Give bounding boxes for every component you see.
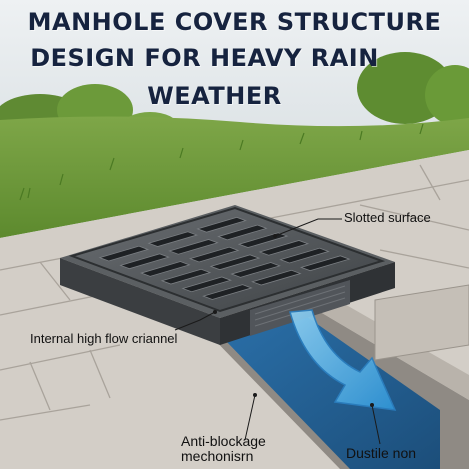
- cover-slot: [181, 276, 232, 293]
- cover-slot: [98, 245, 150, 262]
- title-line-1: MANHOLE COVER STRUCTURE: [27, 8, 442, 36]
- cover-slot: [140, 261, 191, 277]
- cover-slot: [202, 284, 253, 300]
- callout-internal-channel: Internal high flow criannel: [30, 331, 178, 346]
- cover-slots: [98, 216, 351, 300]
- callout-anti-blockage: Anti-blockage mechonisrn: [181, 433, 266, 465]
- flow-arrow: [289, 309, 397, 411]
- cover-slot: [119, 253, 170, 270]
- cover-slot: [217, 224, 268, 241]
- cover-slot: [251, 269, 302, 286]
- title-line-3: WEATHER: [147, 82, 282, 110]
- cover-slot: [188, 246, 240, 263]
- title-line-2: DESIGN FOR HEAVY RAIN: [30, 44, 379, 72]
- callout-leaders: [174, 218, 381, 445]
- cover-slot: [196, 216, 247, 233]
- cover-slot: [209, 254, 261, 271]
- grass-lawn: [0, 116, 469, 238]
- cover-slot: [147, 231, 199, 247]
- callout-arrowheads: [213, 234, 374, 407]
- cover-slot: [299, 255, 351, 272]
- cover-slot: [230, 262, 281, 278]
- callout-dustile: Dustile non: [346, 445, 417, 461]
- cover-slot: [168, 239, 219, 255]
- cover-slot: [258, 240, 310, 256]
- cover-slot: [160, 268, 212, 285]
- manhole-cover: [68, 206, 386, 313]
- cover-slot: [279, 247, 330, 264]
- curb-block: [374, 284, 469, 361]
- callout-slotted-surface: Slotted surface: [344, 210, 431, 225]
- grass-tufts: [19, 123, 424, 201]
